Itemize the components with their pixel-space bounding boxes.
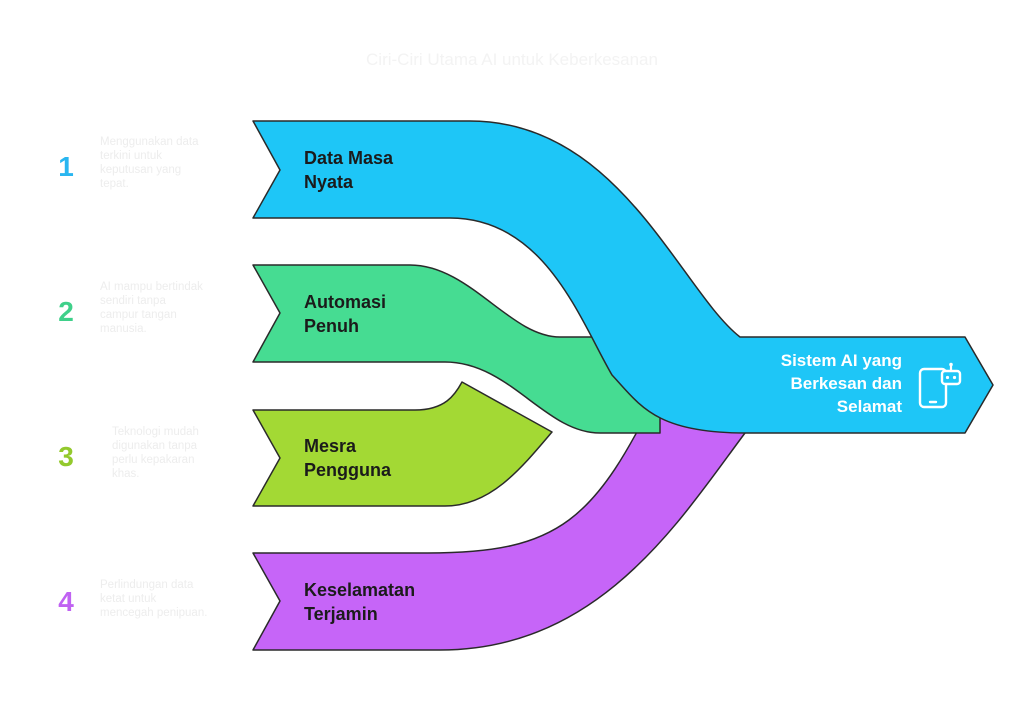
diagram-title: Ciri-Ciri Utama AI untuk Keberkesanan	[366, 50, 658, 69]
band-data-masa-nyata	[252, 120, 994, 434]
step-number-4: 4	[58, 586, 74, 617]
step-number-3: 3	[58, 441, 74, 472]
band-keselamatan	[252, 386, 746, 651]
robot-device-icon	[918, 362, 962, 409]
band-automasi	[252, 264, 661, 434]
step-number-2: 2	[58, 296, 74, 327]
step-number-1: 1	[58, 151, 74, 182]
band-mesra	[252, 381, 553, 507]
